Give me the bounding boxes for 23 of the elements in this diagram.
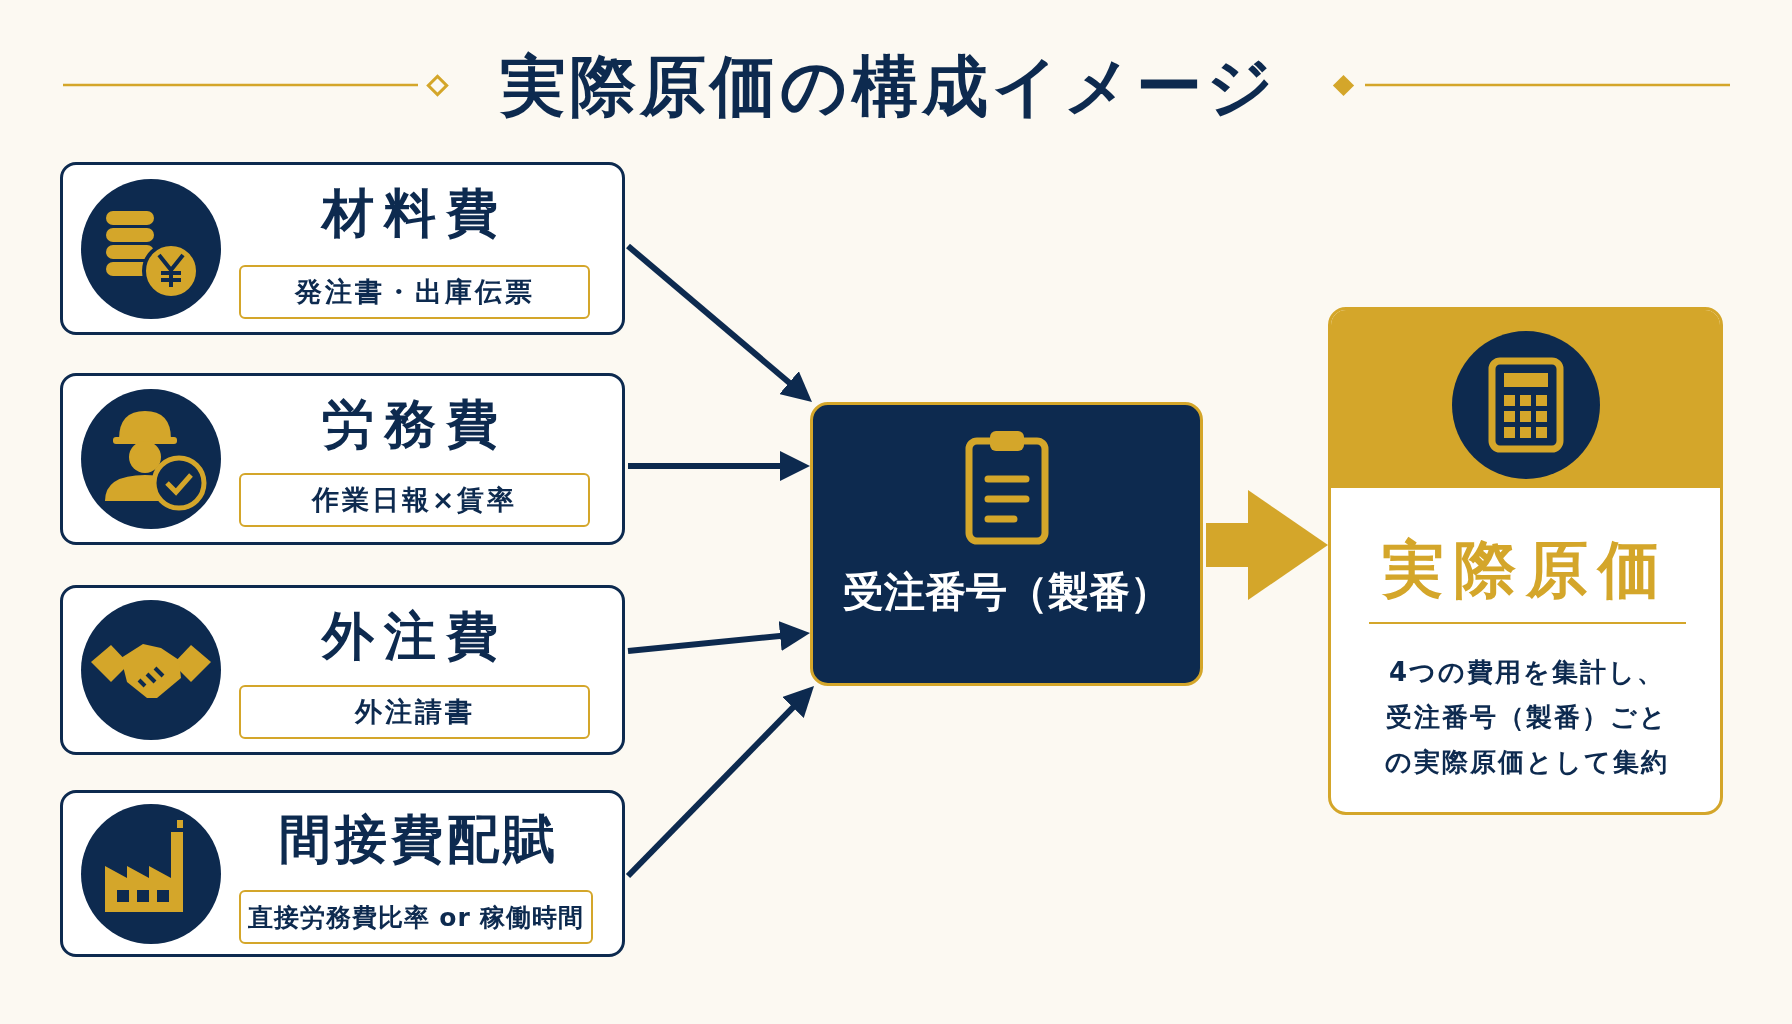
card-heading: 材料費 <box>319 182 509 245</box>
cost-card <box>60 585 625 755</box>
arrow <box>627 621 810 654</box>
card-heading: 外注費 <box>320 605 509 668</box>
arrow <box>628 451 810 481</box>
cost-card <box>60 162 625 335</box>
source-box: 外注請書 <box>239 685 590 739</box>
arrow <box>625 686 814 879</box>
result-card <box>1328 307 1723 815</box>
cost-card <box>60 790 625 957</box>
arrow <box>626 243 812 402</box>
card-heading: 労務費 <box>320 393 509 456</box>
card-heading: 実際原価 <box>1380 532 1671 608</box>
order-box <box>810 402 1203 686</box>
source-box: 作業日報×賃率 <box>239 473 590 527</box>
source-box: 直接労務費比率 or 稼働時間 <box>239 890 593 944</box>
cost-card <box>60 373 625 545</box>
arrow <box>1206 490 1328 600</box>
box-label: 受注番号（製番） <box>841 567 1172 618</box>
card-heading: 間接費配賦 <box>278 808 560 871</box>
description-text: 4つの費用を集計し、受注番号（製番）ごとの実際原価として集約 <box>1384 656 1670 779</box>
source-box: 発注書・出庫伝票 <box>239 265 590 319</box>
title: 実際原価の構成イメージ <box>500 47 1278 127</box>
